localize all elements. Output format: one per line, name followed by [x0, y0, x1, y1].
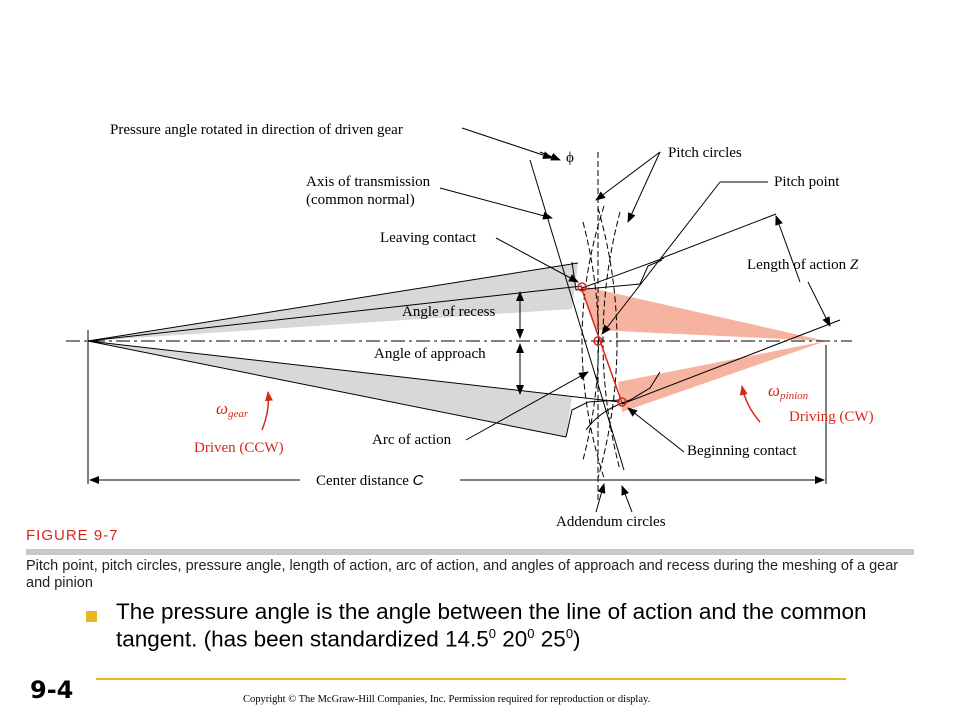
phi-label: ϕ	[566, 150, 574, 166]
center-distance-symbol: C	[412, 472, 424, 489]
leader-beginning-contact	[627, 407, 685, 453]
pinion-rotation-arrow	[739, 385, 761, 423]
pitch-circles-label: Pitch circles	[668, 145, 742, 161]
pressure-angle-rotated-label: Pressure angle rotated in direction of d…	[110, 122, 403, 138]
angle-of-recess-label: Angle of recess	[402, 304, 496, 320]
center-distance-text: Center distance	[316, 473, 409, 489]
slide-number: 9-4	[30, 676, 74, 704]
bullet-text: The pressure angle is the angle between …	[116, 599, 876, 652]
bullet-text-part: The pressure angle is the angle between …	[116, 599, 867, 652]
leader-pressure-angle	[461, 127, 553, 159]
driving-label: Driving (CW)	[789, 409, 874, 425]
bullet-text-part: 25	[534, 626, 566, 652]
leader-pitch-circles	[627, 151, 661, 223]
omega-pinion-label: ωpinion	[768, 382, 808, 405]
figure-caption: Pitch point, pitch circles, pressure ang…	[26, 558, 899, 591]
center-distance-label: Center distance C	[316, 472, 423, 490]
length-of-action-ext	[621, 319, 841, 405]
degree-superscript: 0	[565, 626, 574, 641]
addendum-circles-label: Addendum circles	[556, 514, 666, 530]
leader-phi	[539, 151, 561, 161]
figure-divider	[26, 549, 914, 555]
gear-radial-line	[87, 285, 583, 342]
leader-leaving-contact	[495, 237, 579, 283]
leaving-contact-label: Leaving contact	[380, 230, 477, 246]
length-of-action-ext	[661, 213, 777, 259]
length-of-action-symbol: Z	[849, 257, 859, 273]
gear-subscript: gear	[228, 408, 249, 420]
figure-title: FIGURE 9-7	[26, 527, 119, 544]
length-of-action-dim	[807, 281, 831, 327]
pinion-subscript: pinion	[780, 390, 809, 402]
length-of-action-dim	[775, 215, 801, 283]
gear-radial-line	[87, 340, 567, 438]
line-of-action-red	[580, 286, 623, 404]
pitch-point-label: Pitch point	[774, 174, 840, 190]
leader-pitch-circles	[595, 151, 661, 201]
leaving-contact-point	[577, 282, 587, 292]
leader-axis-transmission	[439, 187, 553, 220]
gear-addendum-circle	[597, 207, 618, 479]
pinion-pitch-circle	[602, 211, 621, 471]
pinion-approach-shade	[618, 341, 826, 412]
driven-label: Driven (CCW)	[194, 440, 284, 456]
bullet-text-part: )	[573, 626, 581, 652]
bullet-marker	[86, 611, 97, 622]
omega-symbol: ω	[216, 399, 229, 418]
pinion-addendum-circle	[581, 205, 605, 479]
gear-rotation-arrow	[261, 391, 273, 431]
leader-addendum	[595, 483, 606, 513]
omega-gear-label: ωgear	[216, 400, 248, 423]
copyright-notice: Copyright © The McGraw-Hill Companies, I…	[243, 694, 651, 705]
bullet-text-part: 20	[496, 626, 528, 652]
length-of-action-ext	[581, 257, 665, 289]
arc-of-action-label: Arc of action	[372, 432, 452, 448]
beginning-contact-label: Beginning contact	[687, 443, 797, 459]
leader-arc-of-action	[465, 371, 589, 441]
leader-pitch-point	[601, 181, 721, 335]
degree-superscript: 0	[527, 626, 535, 641]
axis-transmission-label: Axis of transmission	[306, 174, 431, 190]
degree-superscript: 0	[488, 626, 497, 641]
pinion-tooth	[585, 371, 661, 431]
length-of-action-text: Length of action	[747, 257, 847, 273]
angle-of-approach-label: Angle of approach	[374, 346, 486, 362]
beginning-contact-point	[617, 397, 627, 407]
line-of-action	[529, 159, 625, 471]
footer-divider	[96, 678, 846, 680]
pinion-recess-shade	[582, 286, 826, 341]
omega-symbol: ω	[768, 381, 781, 400]
length-of-action-label: Length of action Z	[747, 257, 858, 274]
common-normal-label: (common normal)	[306, 192, 415, 208]
leader-addendum	[621, 485, 633, 513]
gear-radial-line	[87, 340, 621, 403]
gear-tooth	[565, 399, 621, 438]
gear-radial-line	[87, 262, 579, 342]
pitch-point-marker	[593, 336, 603, 346]
